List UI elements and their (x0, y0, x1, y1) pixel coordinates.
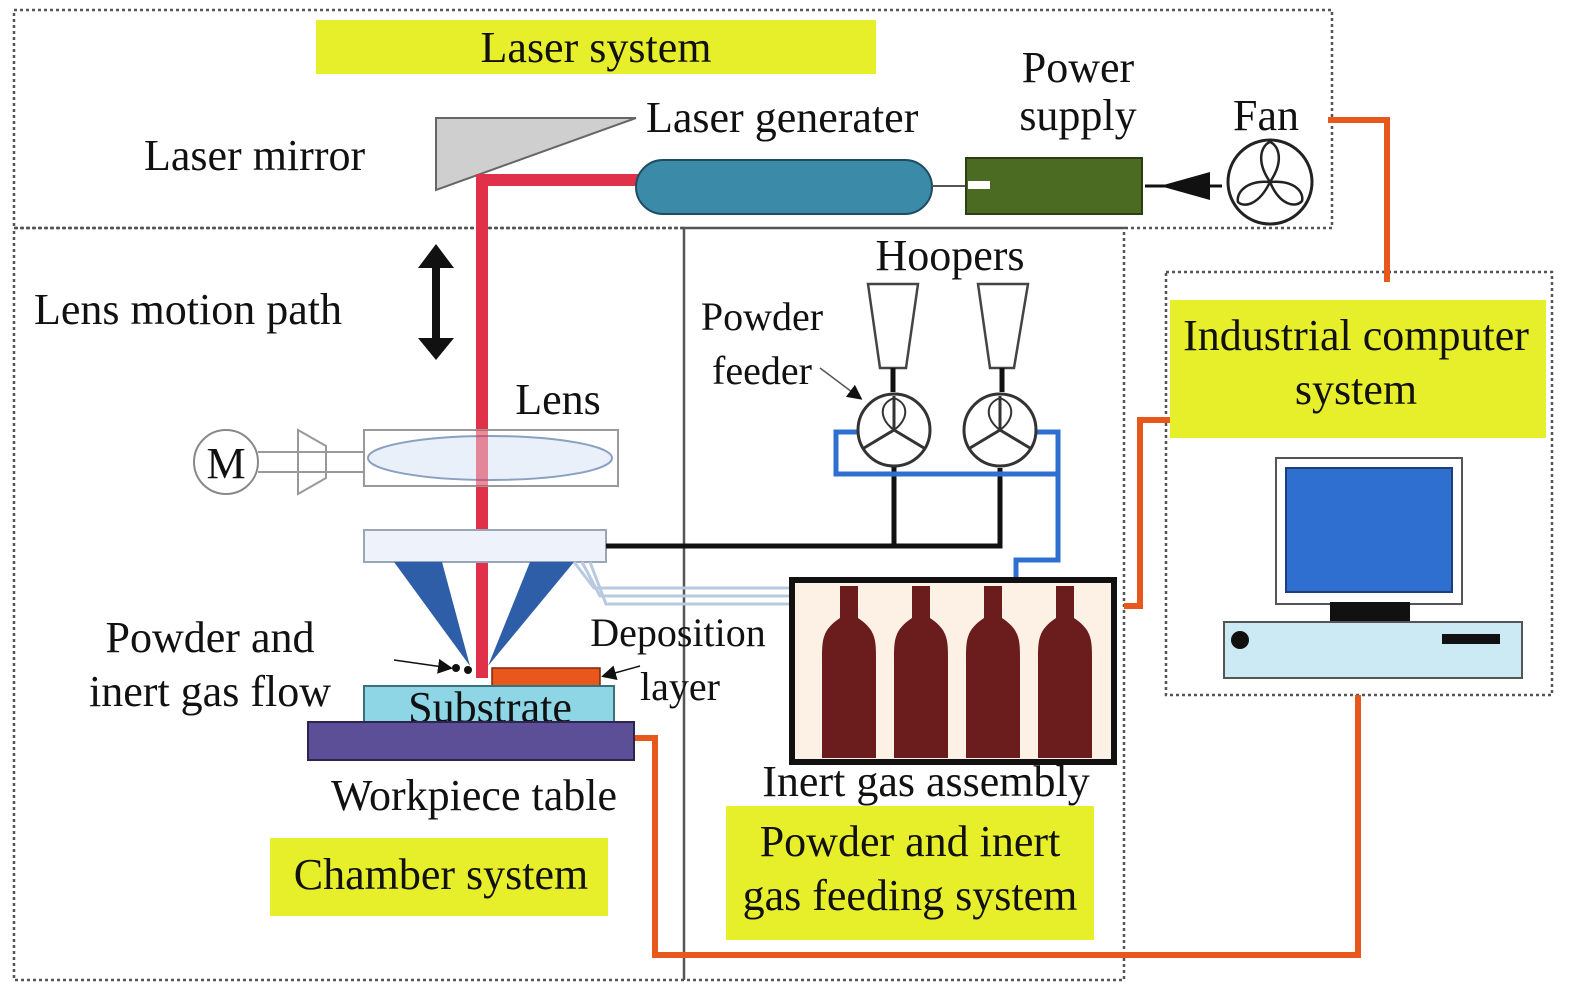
chamber-system-label: Chamber system (294, 850, 589, 899)
workpiece-table (307, 721, 635, 761)
computer-system-label-1: Industrial computer (1183, 311, 1529, 360)
gas-loop-line (833, 429, 1061, 477)
chamber-system-highlight (270, 838, 608, 916)
powder-gas-flow-label-1: Powder and (106, 613, 315, 662)
laser-generator (635, 159, 933, 215)
gas-cylinder-icon (894, 586, 948, 758)
table-control-wire (630, 695, 1361, 958)
power-supply-port (968, 181, 990, 189)
powder-feeder-pointer (819, 367, 863, 400)
deposition-layer-pointer (601, 665, 641, 681)
deposition-layer-label-1: Deposition (590, 610, 766, 655)
arrow-icon (1160, 172, 1210, 200)
computer-system-label-2: system (1295, 365, 1417, 414)
gas-feed-line-c (588, 561, 790, 606)
powder-gas-system-label-2: gas feeding system (743, 871, 1078, 920)
lens-icon (367, 435, 613, 481)
lens-motion-path-label: Lens motion path (34, 285, 342, 334)
laser-beam (476, 174, 642, 678)
computer-system-highlight (1170, 300, 1546, 438)
gas-cylinder-icon (822, 586, 876, 758)
hopper-icon (976, 282, 1030, 392)
gas-cylinder-icon (1038, 586, 1092, 758)
gas-supply-line (1013, 474, 1061, 588)
powder-particle (464, 666, 472, 674)
computer-icon (1223, 457, 1523, 679)
powder-feeder-wheel-1 (856, 392, 932, 468)
fan-control-wire (1328, 117, 1390, 282)
nozzle-head (363, 529, 607, 563)
powder-gas-flow-pointer (393, 658, 453, 674)
powder-feeder-label-2: feeder (712, 348, 812, 393)
laser-system-highlight (316, 20, 876, 74)
gas-feed-line-b (580, 561, 790, 598)
laser-system-label: Laser system (481, 23, 712, 72)
inert-gas-assembly-label: Inert gas assembly (762, 757, 1089, 806)
powder-feed-line (606, 468, 1003, 549)
hoppers-label: Hoopers (875, 231, 1024, 280)
workpiece-table-label: Workpiece table (331, 771, 617, 820)
gas-feed-line-a (572, 561, 790, 590)
power-supply (965, 157, 1143, 215)
laser-mirror (435, 117, 637, 192)
lens-motion-arrow (418, 244, 454, 360)
laser-mirror-label: Laser mirror (144, 131, 365, 180)
gas-control-wire (1124, 417, 1170, 609)
control-wiring (630, 117, 1390, 958)
powder-feeder-wheel-2 (962, 392, 1038, 468)
fan-label: Fan (1233, 91, 1299, 140)
nozzle-cone-left (394, 562, 470, 666)
hopper-icon (866, 282, 920, 392)
fan-icon (1226, 138, 1314, 226)
power-supply-label-1: Power (1022, 43, 1135, 92)
power-supply-label-2: supply (1019, 91, 1136, 140)
gas-cylinder-icon (966, 586, 1020, 758)
lens-label: Lens (515, 375, 601, 424)
powder-particle (452, 664, 460, 672)
powder-gas-flow-label-2: inert gas flow (89, 667, 331, 716)
nozzle-cone-right (488, 562, 574, 666)
laser-generator-label: Laser generater (646, 93, 919, 142)
deposition-layer-label-2: layer (640, 664, 720, 709)
powder-feeder-label-1: Powder (701, 294, 823, 339)
powder-gas-system-highlight (726, 806, 1094, 940)
powder-gas-system-label-1: Powder and inert (760, 817, 1061, 866)
motor-icon: M (193, 428, 364, 496)
motor-label: M (206, 439, 245, 488)
